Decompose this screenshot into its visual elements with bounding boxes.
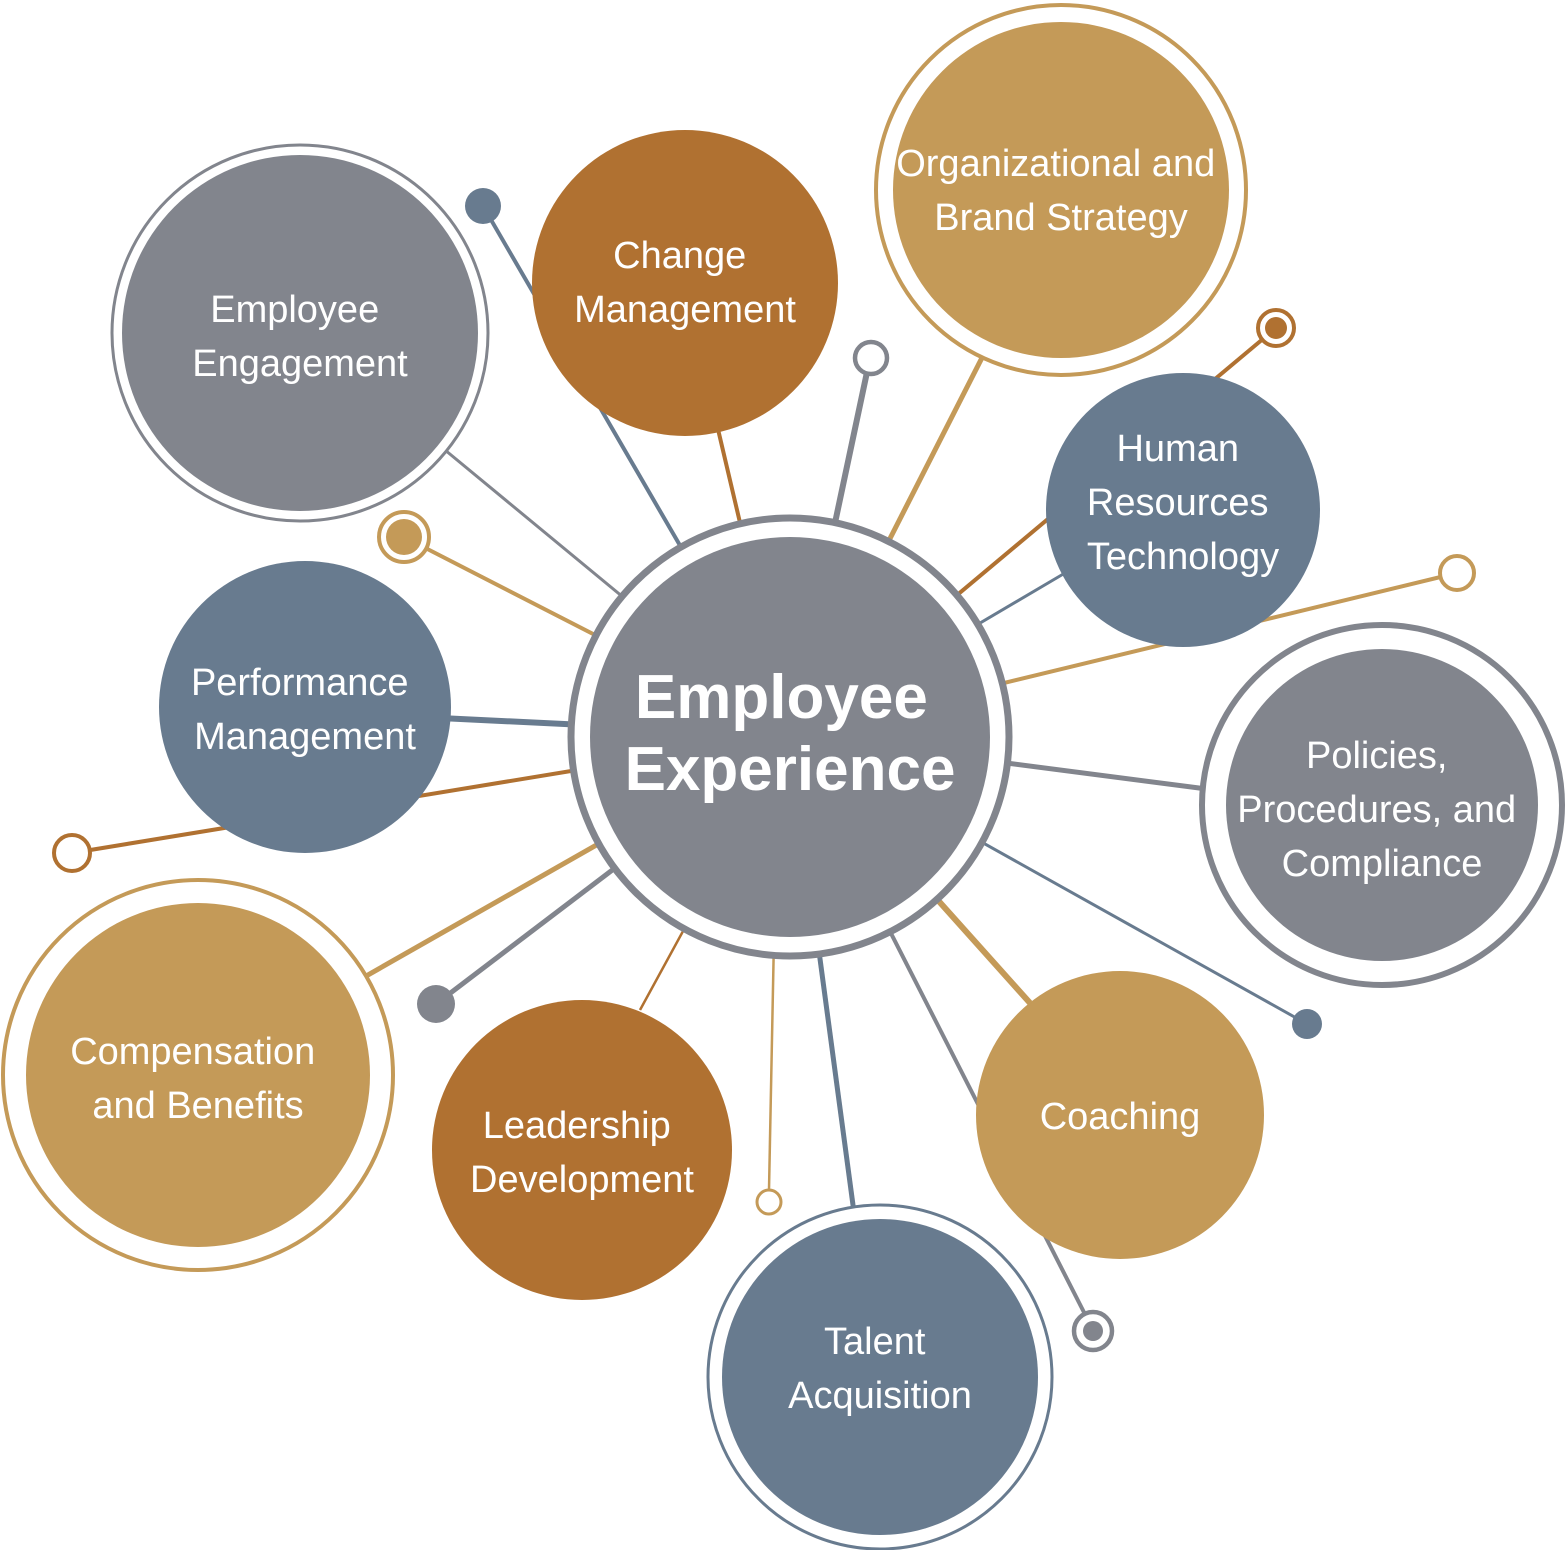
target-marker (1256, 308, 1296, 348)
node-performance-management[interactable]: Performance Management (159, 561, 451, 853)
node-employee-engagement[interactable]: Employee Engagement (110, 143, 490, 523)
node-label: Leadership Development (470, 1105, 694, 1201)
open-ring-marker (852, 339, 890, 377)
node-policies[interactable]: Policies, Procedures, and Compliance (1199, 622, 1565, 988)
node-brand-strategy[interactable]: Organizational and Brand Strategy (874, 3, 1248, 377)
node-label: Compensation and Benefits (70, 1031, 326, 1127)
filled-dot-marker (465, 188, 501, 224)
filled-dot-marker (1292, 1009, 1322, 1039)
filled-dot-marker (417, 985, 455, 1023)
target-marker (1071, 1309, 1115, 1353)
node-leadership-development[interactable]: Leadership Development (432, 1000, 732, 1300)
node-coaching[interactable]: Coaching (976, 971, 1264, 1259)
node-compensation-benefits[interactable]: Compensation and Benefits (1, 878, 395, 1272)
node-label: Policies, Procedures, and Compliance (1237, 735, 1526, 885)
target-marker (377, 510, 431, 564)
node-label: Employee Engagement (192, 289, 408, 385)
endpoint-markers (52, 188, 1476, 1353)
node-label: Performance Management (191, 662, 419, 758)
node-hr-technology[interactable]: Human Resources Technology (1046, 373, 1320, 647)
open-ring-marker (1438, 554, 1476, 592)
node-label: Coaching (1040, 1096, 1201, 1138)
center-node-employee-experience[interactable]: Employee Experience (567, 514, 1013, 960)
node-label: Human Resources Technology (1087, 428, 1279, 578)
node-talent-acquisition[interactable]: Talent Acquisition (706, 1203, 1054, 1550)
open-ring-marker (755, 1188, 783, 1216)
center-label: Employee Experience (625, 663, 956, 804)
node-label: Change Management (574, 235, 796, 331)
node-change-management[interactable]: Change Management (532, 130, 838, 436)
node-label: Talent Acquisition (788, 1321, 972, 1417)
node-label: Organizational and Brand Strategy (896, 143, 1226, 239)
open-ring-marker (52, 833, 92, 873)
